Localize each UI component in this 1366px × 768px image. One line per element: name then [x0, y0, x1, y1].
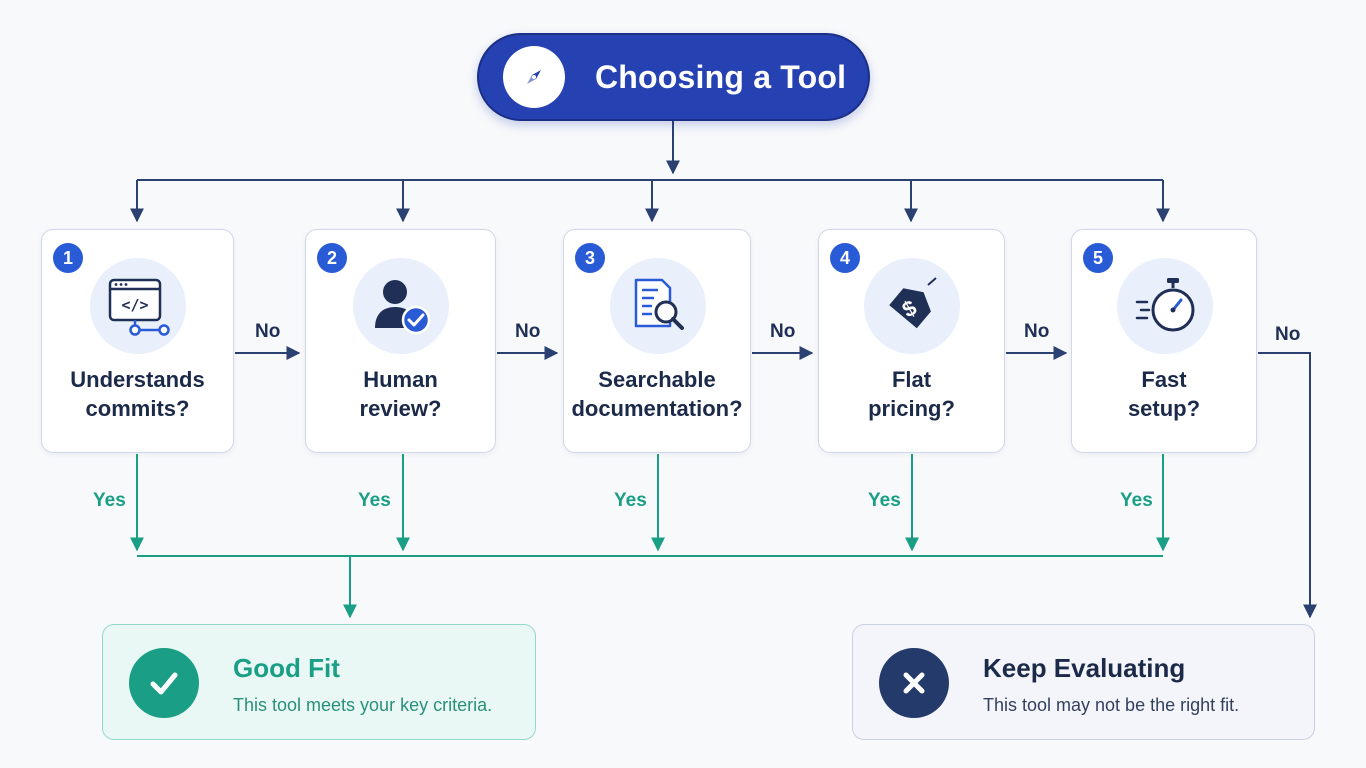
step-question: Flat pricing?	[868, 367, 955, 421]
step-question: Fast setup?	[1127, 367, 1201, 421]
price-tag-icon: $	[864, 258, 960, 354]
step-number-badge: 3	[575, 243, 605, 273]
document-search-icon	[610, 258, 706, 354]
step-card-4: 4 $ Flat pricing?	[818, 229, 1005, 453]
step-number-badge: 4	[830, 243, 860, 273]
step-question: Searchable documentation?	[571, 367, 743, 421]
keep-evaluating-outcome: Keep Evaluating This tool may not be the…	[852, 624, 1315, 740]
step-card-1: 1 </> Understands commits?	[41, 229, 234, 453]
stopwatch-icon	[1117, 258, 1213, 354]
keep-evaluating-title: Keep Evaluating	[983, 653, 1186, 683]
step-number-badge: 2	[317, 243, 347, 273]
step-question: Human review?	[359, 367, 442, 421]
yes-label-1: Yes	[93, 490, 126, 511]
step-question: Understands commits?	[70, 367, 205, 421]
step-card-5: 5 Fast setup?	[1071, 229, 1257, 453]
step-number-badge: 5	[1083, 243, 1113, 273]
svg-text:</>: </>	[121, 296, 148, 314]
page-title: Choosing a Tool	[595, 58, 847, 95]
no-label-1: No	[255, 321, 281, 342]
yes-label-5: Yes	[1120, 490, 1153, 511]
no-label-5: No	[1275, 324, 1301, 345]
yes-label-2: Yes	[358, 490, 391, 511]
good-fit-outcome: Good Fit This tool meets your key criter…	[102, 624, 536, 740]
title-pill: Choosing a Tool	[477, 33, 870, 121]
code-commit-icon: </>	[90, 258, 186, 354]
yes-label-4: Yes	[868, 490, 901, 511]
step-card-2: 2 Human review?	[305, 229, 496, 453]
no-label-3: No	[770, 321, 796, 342]
user-check-icon	[353, 258, 449, 354]
step-card-3: 3 Searchable documentation?	[563, 229, 751, 453]
good-fit-title: Good Fit	[233, 653, 340, 683]
no-arrow-5	[1258, 352, 1317, 619]
step-number-badge: 1	[53, 243, 83, 273]
yes-label-3: Yes	[614, 490, 647, 511]
no-label-4: No	[1024, 321, 1050, 342]
keep-evaluating-description: This tool may not be the right fit.	[983, 695, 1240, 715]
no-label-2: No	[515, 321, 541, 342]
close-icon	[879, 648, 949, 718]
check-icon	[129, 648, 199, 718]
compass-icon	[503, 46, 565, 108]
good-fit-description: This tool meets your key criteria.	[233, 695, 493, 715]
